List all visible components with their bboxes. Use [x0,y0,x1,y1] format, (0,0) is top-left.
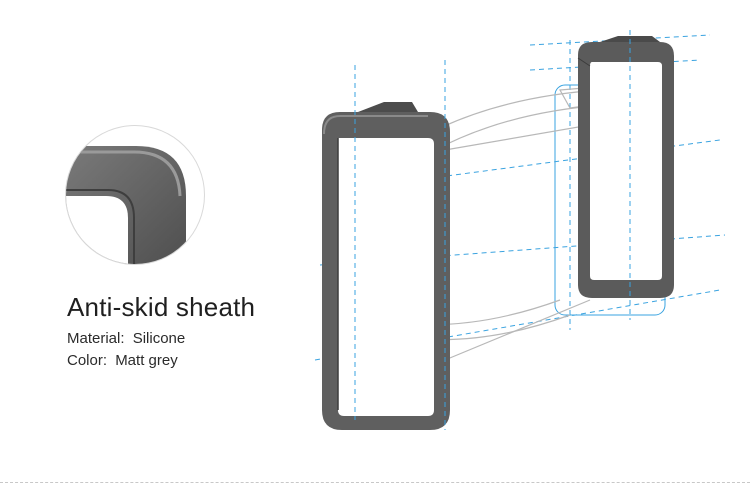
color-spec: Color: Matt grey [67,352,178,369]
footer-divider [0,482,750,483]
corner-detail-icon [66,126,204,264]
material-label: Material: [67,330,125,347]
material-spec: Material: Silicone [67,330,185,347]
feature-title: Anti-skid sheath [67,292,256,322]
color-label: Color: [67,352,108,369]
color-value: Matt grey [115,352,178,369]
sheath-frame-illustration [300,30,730,450]
material-value: Silicone [132,330,186,347]
